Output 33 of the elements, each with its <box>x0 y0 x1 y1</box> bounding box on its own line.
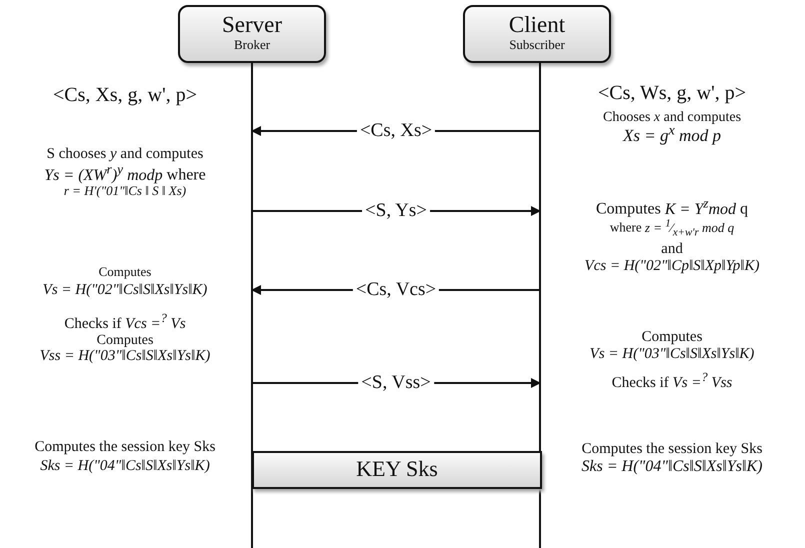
participant-role: Broker <box>232 37 272 53</box>
step-note: Computes <box>98 265 152 280</box>
participant-name: Client <box>508 13 566 38</box>
step-note: Computes <box>642 329 702 346</box>
formula: Vs = H("02"‖Cs‖S‖Xs‖Ys‖K) <box>42 282 208 298</box>
formula: Xs = g$^{x}$ mod p <box>622 124 722 146</box>
message-label: <Cs, Xs> <box>356 120 436 142</box>
step-note: <Cs, Ws, g, w', p> <box>598 82 746 104</box>
step-note: Checks if Vs =$^{?}$ Vss <box>612 371 732 392</box>
step-note: Chooses x and computes <box>602 110 742 125</box>
formula: Vcs = H("02"‖Cp‖S‖Xp‖Yp‖K) <box>584 258 760 274</box>
step-note: Computes the session key Sks <box>582 441 762 458</box>
step-note: where z = $^{1}$⁄$_{x+w'r}$ mod q <box>610 218 734 240</box>
formula: Sks = H("04"‖Cs‖S‖Xs‖Ys‖K) <box>40 458 210 474</box>
step-note: S chooses y and computes <box>46 146 204 162</box>
message-label: <Cs, Vcs> <box>352 279 440 301</box>
formula: Sks = H("04"‖Cs‖S‖Xs‖Ys‖K) <box>582 458 762 476</box>
message-label: <S, Vss> <box>358 372 434 394</box>
session-key-bar <box>252 451 542 489</box>
participant-name: Server <box>220 13 284 38</box>
step-note: and <box>661 241 683 258</box>
step-note: Computes K = Y$^{z}$mod q <box>596 196 748 218</box>
step-note: Computes <box>96 332 154 348</box>
step-note: <Cs, Xs, g, w', p> <box>53 84 197 106</box>
step-note: Computes the session key Sks <box>34 439 216 456</box>
participant-role: Subscriber <box>508 37 566 53</box>
formula: r = H'("01"‖Cs ‖ S ‖ Xs) <box>64 184 186 198</box>
message-label: <S, Ys> <box>362 200 430 222</box>
key-label: KEY Sks <box>355 457 439 480</box>
formula: Vss = H("03"‖Cs‖S‖Xs‖Ys‖K) <box>40 348 210 364</box>
formula: Ys = (XW$^{r}$)$^{y}$ modp where <box>44 162 206 184</box>
formula: Vs = H("03"‖Cs‖S‖Xs‖Ys‖K) <box>590 346 754 362</box>
step-note: Checks if Vcs =$^{?}$ Vs <box>64 312 186 332</box>
